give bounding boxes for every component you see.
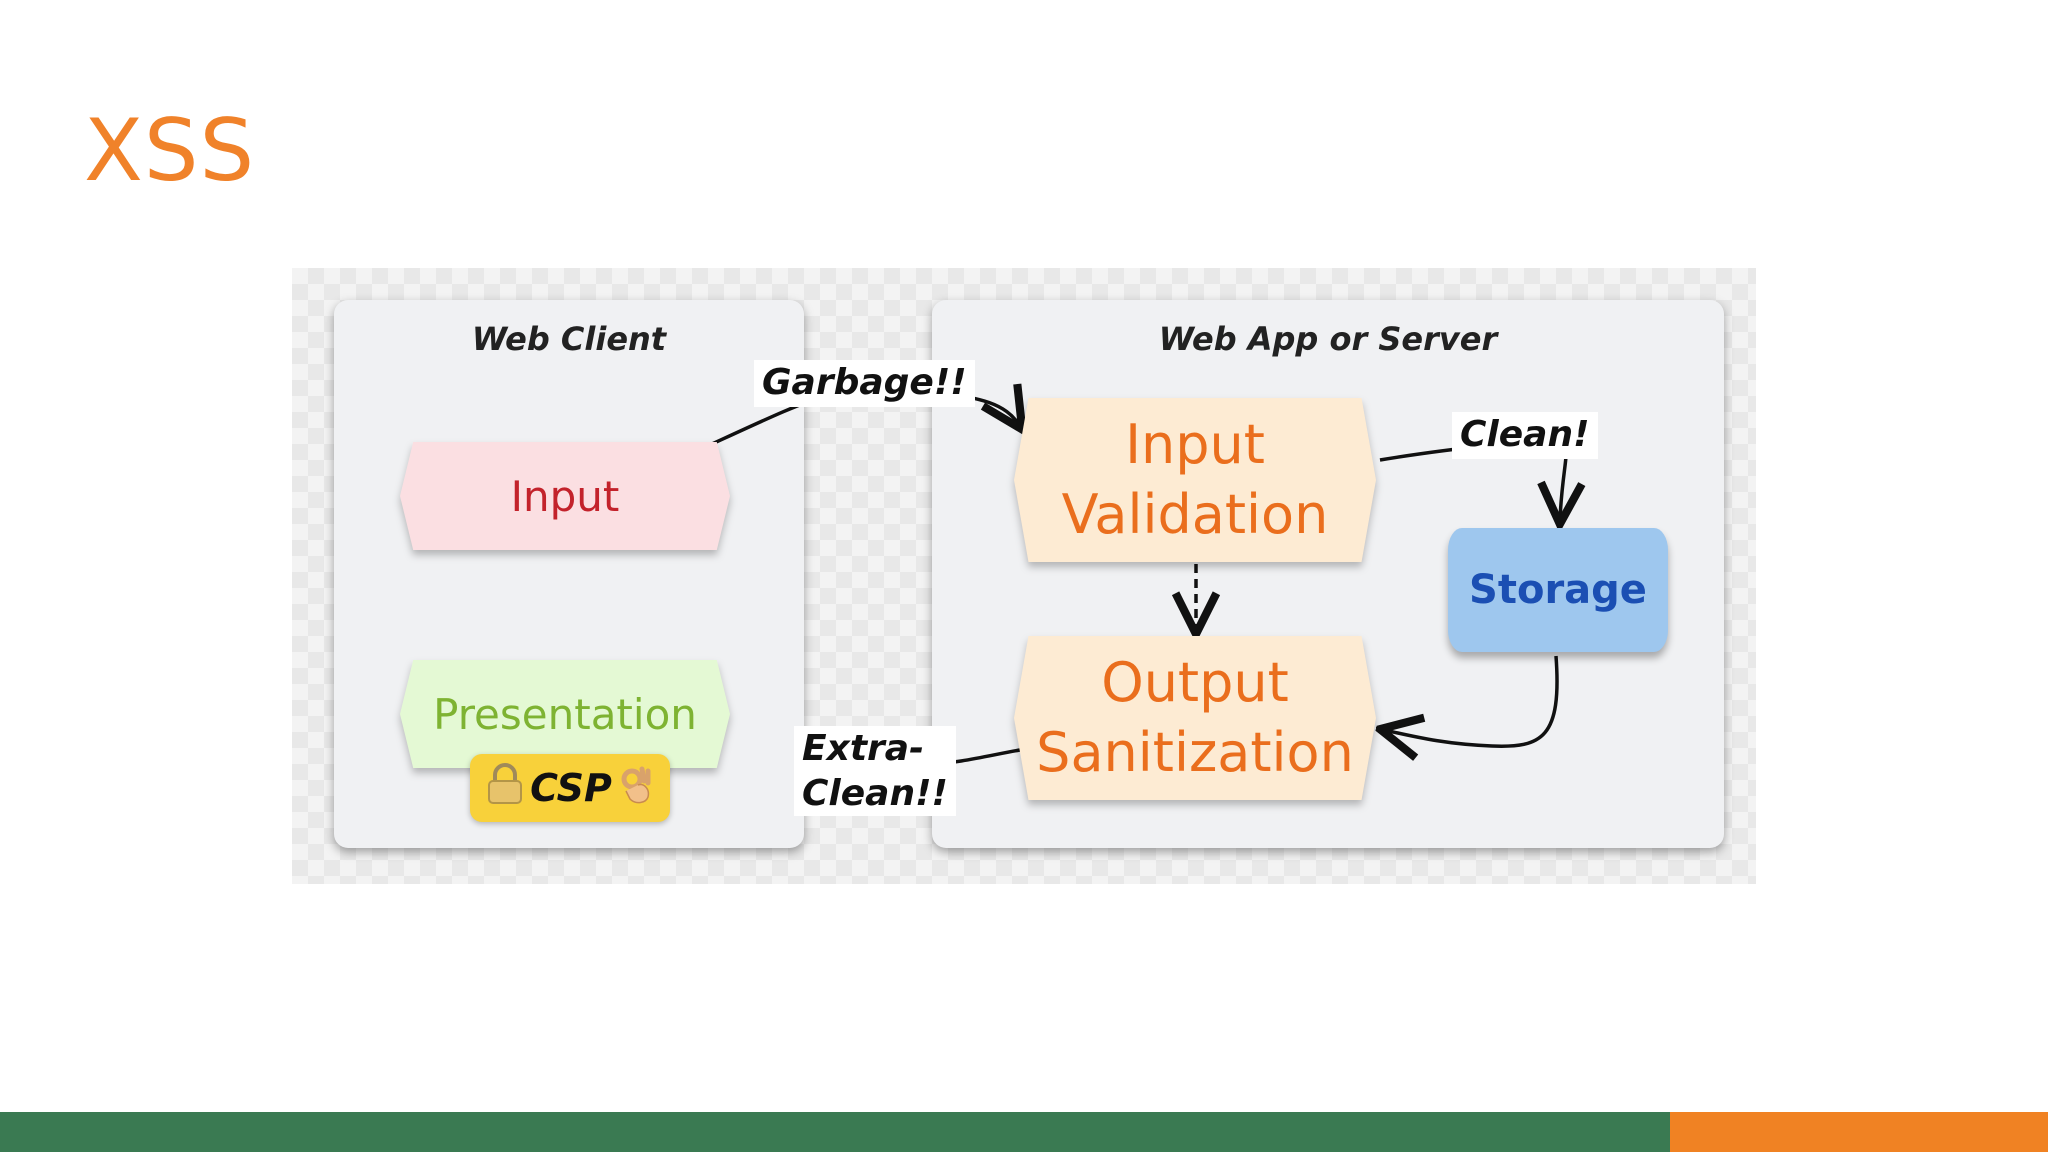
csp-label: CSP <box>530 766 612 810</box>
csp-badge: CSP <box>470 754 670 822</box>
storage-to-output-arrow <box>1384 655 1559 746</box>
output-line-1: Output <box>1101 650 1289 714</box>
output-sanitization-box: Output Sanitization <box>1014 636 1376 800</box>
validation-line-1: Input <box>1125 412 1265 476</box>
extra-clean-line-1: Extra- <box>802 728 925 769</box>
extra-clean-line-2: Clean!! <box>802 773 948 814</box>
xss-diagram: Web Client Web App or Server Input Prese… <box>292 268 1756 884</box>
extra-clean-label: Extra- Clean!! <box>794 726 956 816</box>
presentation-box: Presentation <box>400 660 730 768</box>
web-server-title: Web App or Server <box>1158 320 1498 358</box>
input-validation-box: Input Validation <box>1014 398 1376 562</box>
validation-line-2: Validation <box>1061 483 1329 546</box>
clean-label: Clean! <box>1452 412 1598 459</box>
input-box: Input <box>400 442 730 550</box>
garbage-label: Garbage!! <box>754 360 975 407</box>
lock-icon <box>486 762 524 814</box>
footer-bar-green <box>0 1112 1670 1152</box>
ok-hand-icon <box>618 763 654 814</box>
storage-node: Storage <box>1448 528 1668 652</box>
output-line-2: Sanitization <box>1036 721 1354 784</box>
web-client-title: Web Client <box>471 320 667 358</box>
slide-title: XSS <box>84 101 256 201</box>
footer-bar-orange <box>1670 1112 2048 1152</box>
